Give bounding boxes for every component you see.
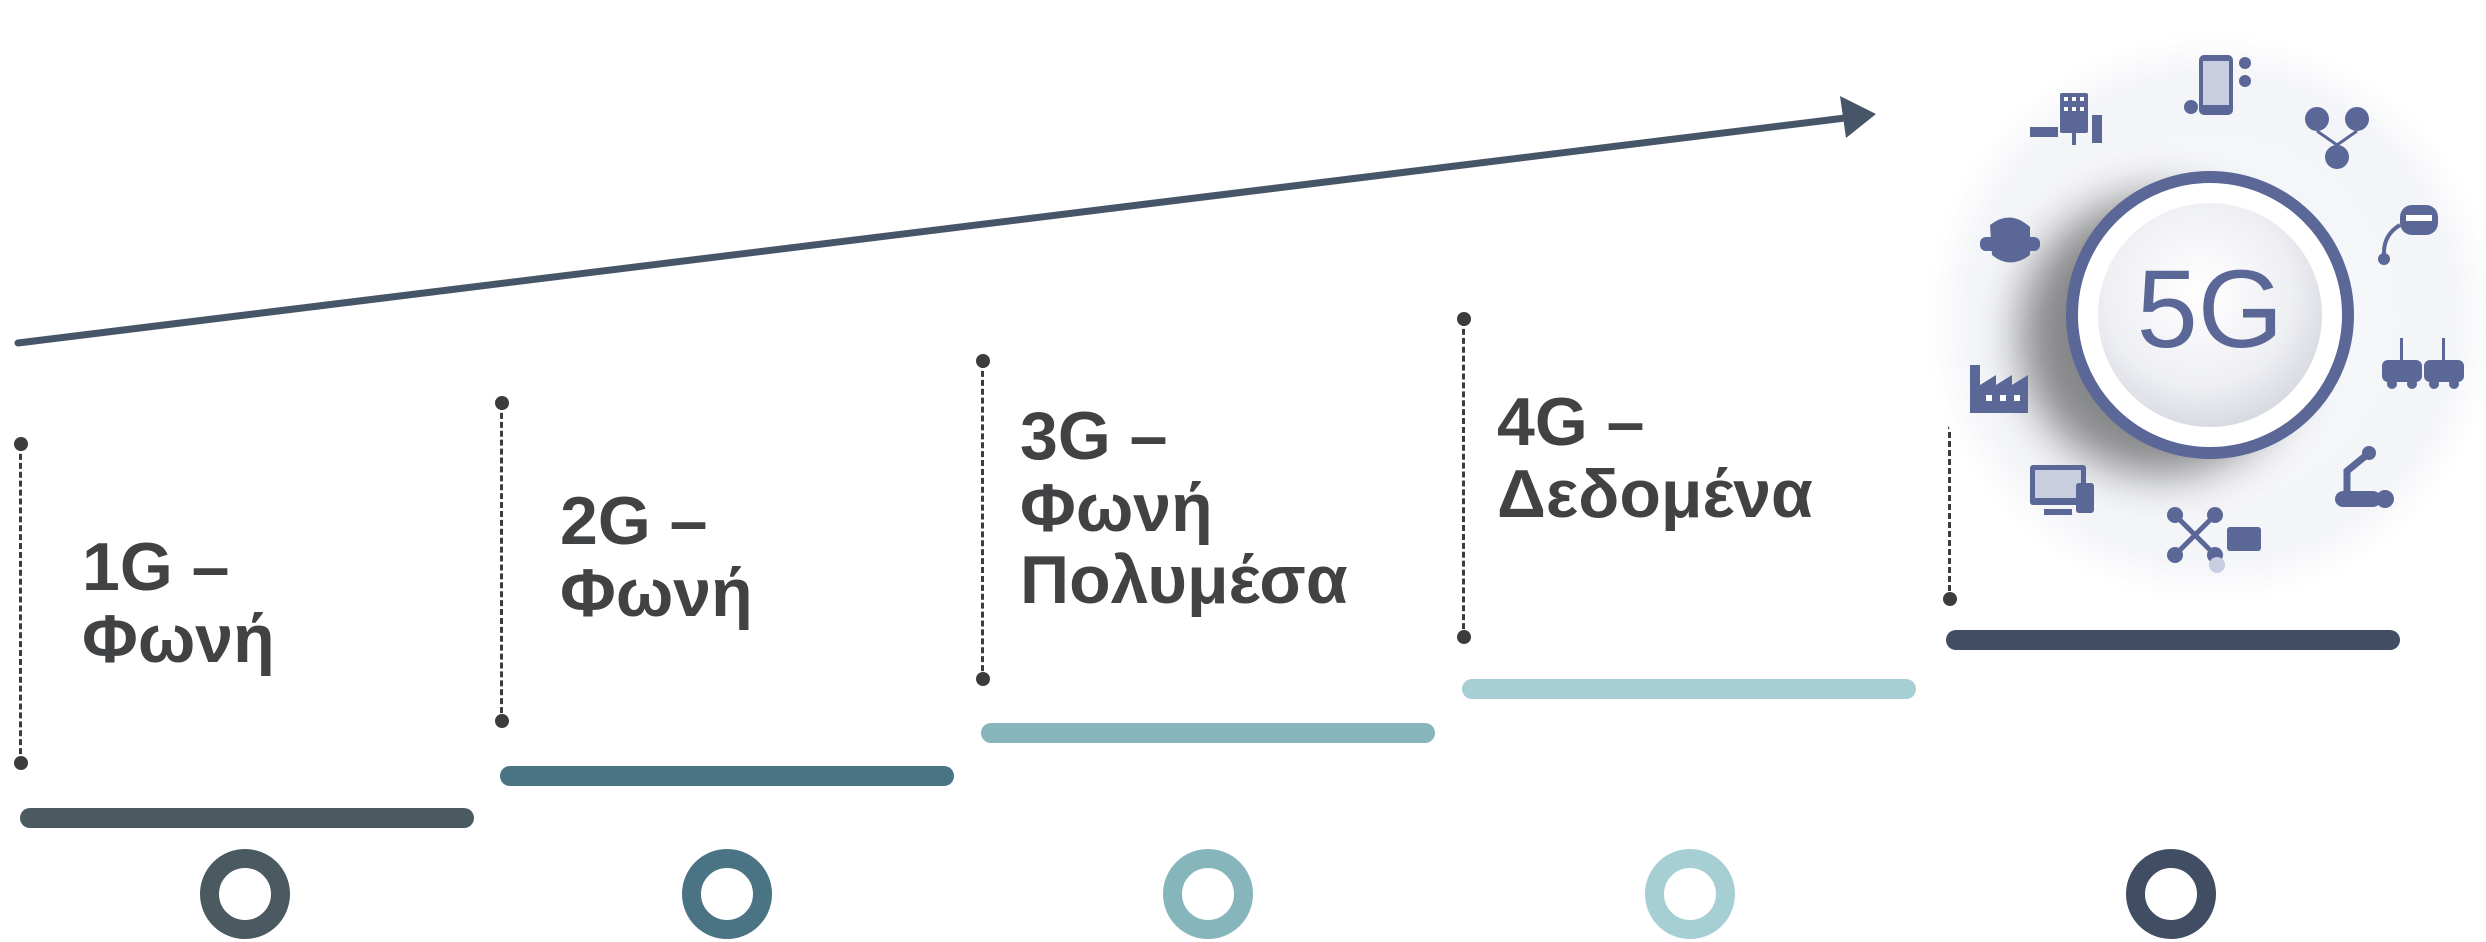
remote-health-icon xyxy=(2378,205,2438,265)
stage-3-ring xyxy=(1163,849,1253,939)
stage-3-bar xyxy=(981,723,1435,743)
stage-3-label: 3G – Φωνή Πολυμέσα xyxy=(1020,402,1350,618)
stage-2-label-line-2: Φωνή xyxy=(560,555,753,631)
5g-illustration: 5G xyxy=(1927,33,2486,603)
stage-4-label-line-1: 4G – xyxy=(1497,384,1645,460)
robot-arm-icon xyxy=(2335,446,2394,508)
stage-4-marker-dot-top xyxy=(1457,312,1471,326)
stage-2-ring xyxy=(682,849,772,939)
stage-3-marker-dot-bottom xyxy=(976,672,990,686)
stage-4-marker-line xyxy=(1462,320,1465,638)
stage-3-label-line-2: Φωνή xyxy=(1020,470,1213,546)
factory-icon xyxy=(1970,365,2028,413)
stage-4-label: 4G – Δεδομένα xyxy=(1497,388,1897,532)
stage-2-bar xyxy=(500,766,954,786)
stage-1-bar xyxy=(20,808,474,828)
stage-3-label-line-3: Πολυμέσα xyxy=(1020,542,1348,618)
stage-1-label-line-2: Φωνή xyxy=(82,601,275,677)
stage-2-label-line-1: 2G – xyxy=(560,483,708,559)
stage-1-ring xyxy=(200,849,290,939)
stage-1-label: 1G – Φωνή xyxy=(82,533,412,677)
monitor-devices-icon xyxy=(2030,465,2094,515)
stage-5-marker-dot-bottom xyxy=(1943,592,1957,606)
stage-1-marker-dot-top xyxy=(14,437,28,451)
stage-1-marker-dot-bottom xyxy=(14,756,28,770)
vr-headset-icon xyxy=(1980,217,2040,263)
stage-4-ring xyxy=(1645,849,1735,939)
stage-3-marker-dot-top xyxy=(976,354,990,368)
stage-4-label-line-2: Δεδομένα xyxy=(1497,456,1813,532)
stage-3-label-line-1: 3G – xyxy=(1020,398,1168,474)
stage-2-label: 2G – Φωνή xyxy=(560,487,890,631)
stage-4-bar xyxy=(1462,679,1916,699)
stage-2-marker-dot-top xyxy=(495,396,509,410)
smartphone-icon xyxy=(2184,55,2251,115)
stage-5-ring xyxy=(2126,849,2216,939)
drone-icon xyxy=(2167,507,2261,573)
stage-2-marker-dot-bottom xyxy=(495,714,509,728)
stage-1-marker-line xyxy=(19,445,22,763)
stage-1-label-line-1: 1G – xyxy=(82,529,230,605)
stage-3-marker-line xyxy=(981,362,984,680)
stage-2-marker-line xyxy=(500,404,503,722)
smart-home-audio-icon xyxy=(2305,107,2369,169)
stage-5-bar xyxy=(1946,630,2400,650)
badge-text: 5G xyxy=(2137,248,2284,371)
stage-4-marker-dot-bottom xyxy=(1457,630,1471,644)
badge-face xyxy=(2098,203,2322,427)
connected-cars-icon xyxy=(2382,338,2464,389)
city-buildings-icon xyxy=(2030,93,2102,145)
